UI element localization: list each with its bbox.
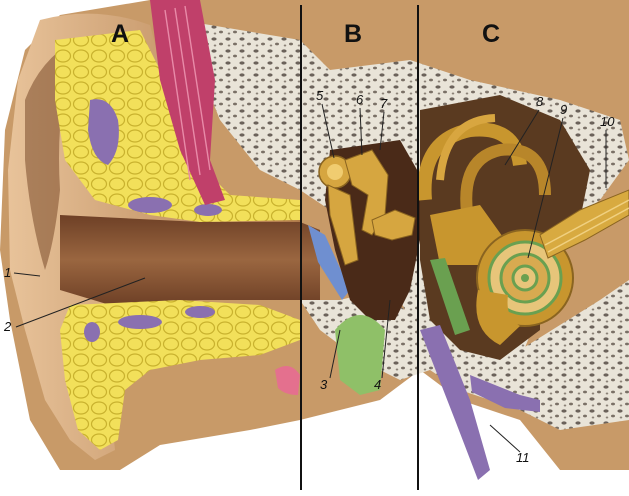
upper-vein-2 xyxy=(128,197,172,213)
part-number-11: 11 xyxy=(516,450,530,465)
part-number-4: 4 xyxy=(374,377,381,392)
malleus-inner xyxy=(327,164,343,180)
part-number-1: 1 xyxy=(4,265,11,280)
section-letter-c: C xyxy=(482,20,500,48)
lower-vein-1 xyxy=(118,315,162,329)
part-number-6: 6 xyxy=(356,92,364,107)
upper-vein-3 xyxy=(194,204,222,216)
part-number-9: 9 xyxy=(560,102,567,117)
part-number-5: 5 xyxy=(316,88,324,103)
part-number-7: 7 xyxy=(380,96,388,111)
section-letter-a: A xyxy=(111,20,129,48)
lower-vein-2 xyxy=(185,306,215,318)
part-number-3: 3 xyxy=(320,377,328,392)
part-number-8: 8 xyxy=(536,94,544,109)
section-letter-b: B xyxy=(344,20,362,48)
part-number-10: 10 xyxy=(600,114,615,129)
cochlea-core xyxy=(521,274,529,282)
part-number-2: 2 xyxy=(3,319,12,334)
lower-vein-3 xyxy=(84,322,100,342)
external-auditory-canal xyxy=(60,215,320,305)
